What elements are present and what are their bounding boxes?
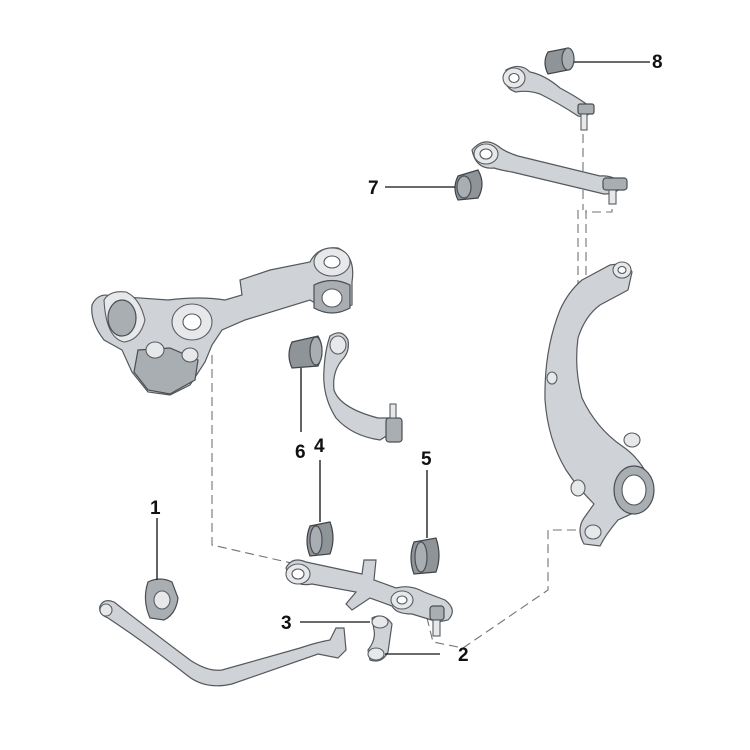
callout-5: 5 bbox=[421, 449, 432, 470]
anti-roll-bar-part-1 bbox=[99, 518, 347, 687]
lower-link bbox=[285, 559, 453, 637]
anti-roll-bar-link-part-2-3 bbox=[300, 615, 440, 662]
bushing-part-4 bbox=[306, 460, 334, 557]
upper-rear-link-part-8 bbox=[502, 47, 650, 131]
upper-front-link-part-7 bbox=[385, 141, 628, 205]
callout-3: 3 bbox=[281, 613, 292, 634]
callout-1: 1 bbox=[150, 498, 161, 519]
control-arm-part-6 bbox=[288, 332, 403, 443]
callout-4: 4 bbox=[314, 436, 325, 457]
callout-8: 8 bbox=[652, 52, 663, 73]
callout-labels: 1 2 3 4 5 6 7 8 bbox=[150, 52, 663, 666]
callout-7: 7 bbox=[368, 178, 379, 199]
bushing-part-5 bbox=[410, 470, 440, 575]
callout-6: 6 bbox=[295, 442, 306, 463]
wheel-hub-carrier bbox=[544, 261, 655, 547]
callout-2: 2 bbox=[458, 645, 469, 666]
subframe bbox=[91, 247, 354, 396]
